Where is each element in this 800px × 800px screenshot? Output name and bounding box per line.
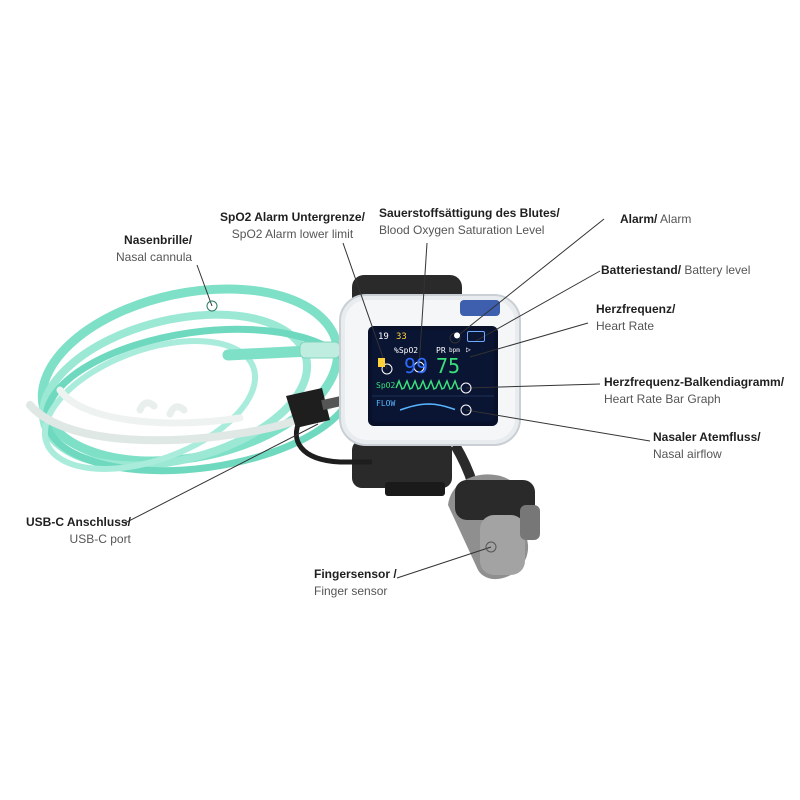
pr-value: 75 <box>436 354 461 378</box>
label-usbc: USB-C Anschluss/ USB-C port <box>26 515 131 546</box>
spo2-value: 99 <box>404 354 429 378</box>
pr-label: PR <box>436 346 446 355</box>
leader-lines <box>124 218 651 579</box>
usbc-cable <box>286 388 372 465</box>
pr-unit: bpm <box>449 347 460 354</box>
label-nasal-airflow: Nasaler Atemfluss/ Nasal airflow <box>653 430 761 461</box>
label-spo2-alarm-limit: SpO2 Alarm Untergrenze/ SpO2 Alarm lower… <box>220 210 365 241</box>
speaker-muted-icon: ▷ <box>466 345 471 354</box>
battery-icon <box>467 331 485 342</box>
bell-icon: ● <box>454 330 461 341</box>
label-battery: Batteriestand/ Battery level <box>601 263 751 277</box>
spo2-alarm-indicator <box>378 358 385 367</box>
screen-readout: 19 33 ● %SpO2 99 PR bpm ▷ 75 SpO2 FLOW <box>374 330 494 422</box>
flow-label: FLOW <box>376 399 396 408</box>
label-heart-rate: Herzfrequenz/ Heart Rate <box>596 302 676 333</box>
label-finger-sensor: Fingersensor / Finger sensor <box>314 567 397 598</box>
label-oxygen-saturation: Sauerstoffsättigung des Blutes/ Blood Ox… <box>379 206 560 237</box>
leader-markers <box>206 300 497 553</box>
label-alarm: Alarm/ Alarm <box>620 212 692 226</box>
device-screen <box>368 326 498 426</box>
label-nasal-cannula: Nasenbrille/ Nasal cannula <box>116 233 193 264</box>
time-hours: 19 <box>378 332 389 342</box>
finger-sensor-device <box>448 474 540 580</box>
spo2-wave-label: SpO2 <box>376 381 396 390</box>
nasal-cannula-tubing <box>26 284 358 475</box>
time-minutes: 33 <box>396 332 407 342</box>
label-heart-rate-bar: Herzfrequenz-Balkendiagramm/ Heart Rate … <box>604 375 785 406</box>
spo2-label: %SpO2 <box>394 346 419 355</box>
